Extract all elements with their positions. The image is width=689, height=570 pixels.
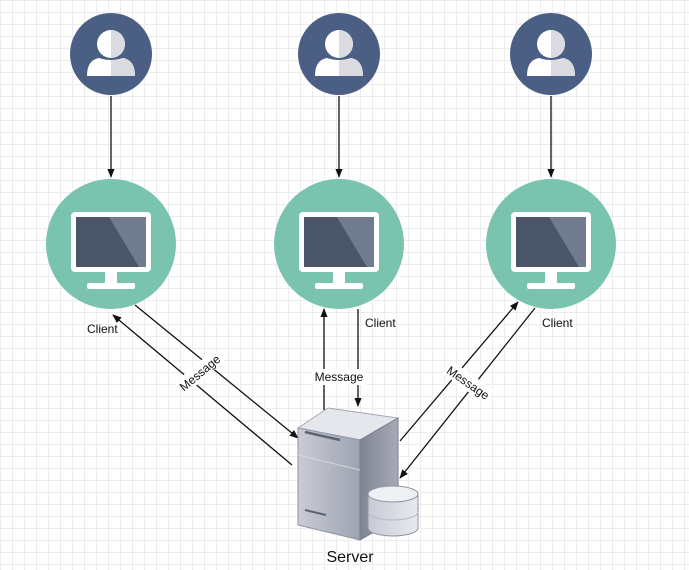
server-icon — [296, 407, 419, 541]
message-label: Message — [315, 370, 364, 384]
client-to-server-arrow — [399, 307, 536, 479]
monitor-icon — [486, 179, 616, 309]
server-to-client-arrow — [112, 314, 293, 466]
user-icon — [510, 13, 592, 95]
client-to-server-arrow — [134, 304, 299, 439]
message-label: Message — [444, 363, 492, 403]
server-label: Server — [326, 549, 374, 566]
client-label: Client — [542, 316, 573, 330]
user-icon — [298, 13, 380, 95]
message-label-group: Message — [312, 369, 366, 385]
client-label: Client — [365, 316, 396, 330]
user-icon — [70, 13, 152, 95]
monitor-icon — [274, 179, 404, 309]
monitor-icon — [46, 179, 176, 309]
client-label: Client — [87, 322, 118, 336]
